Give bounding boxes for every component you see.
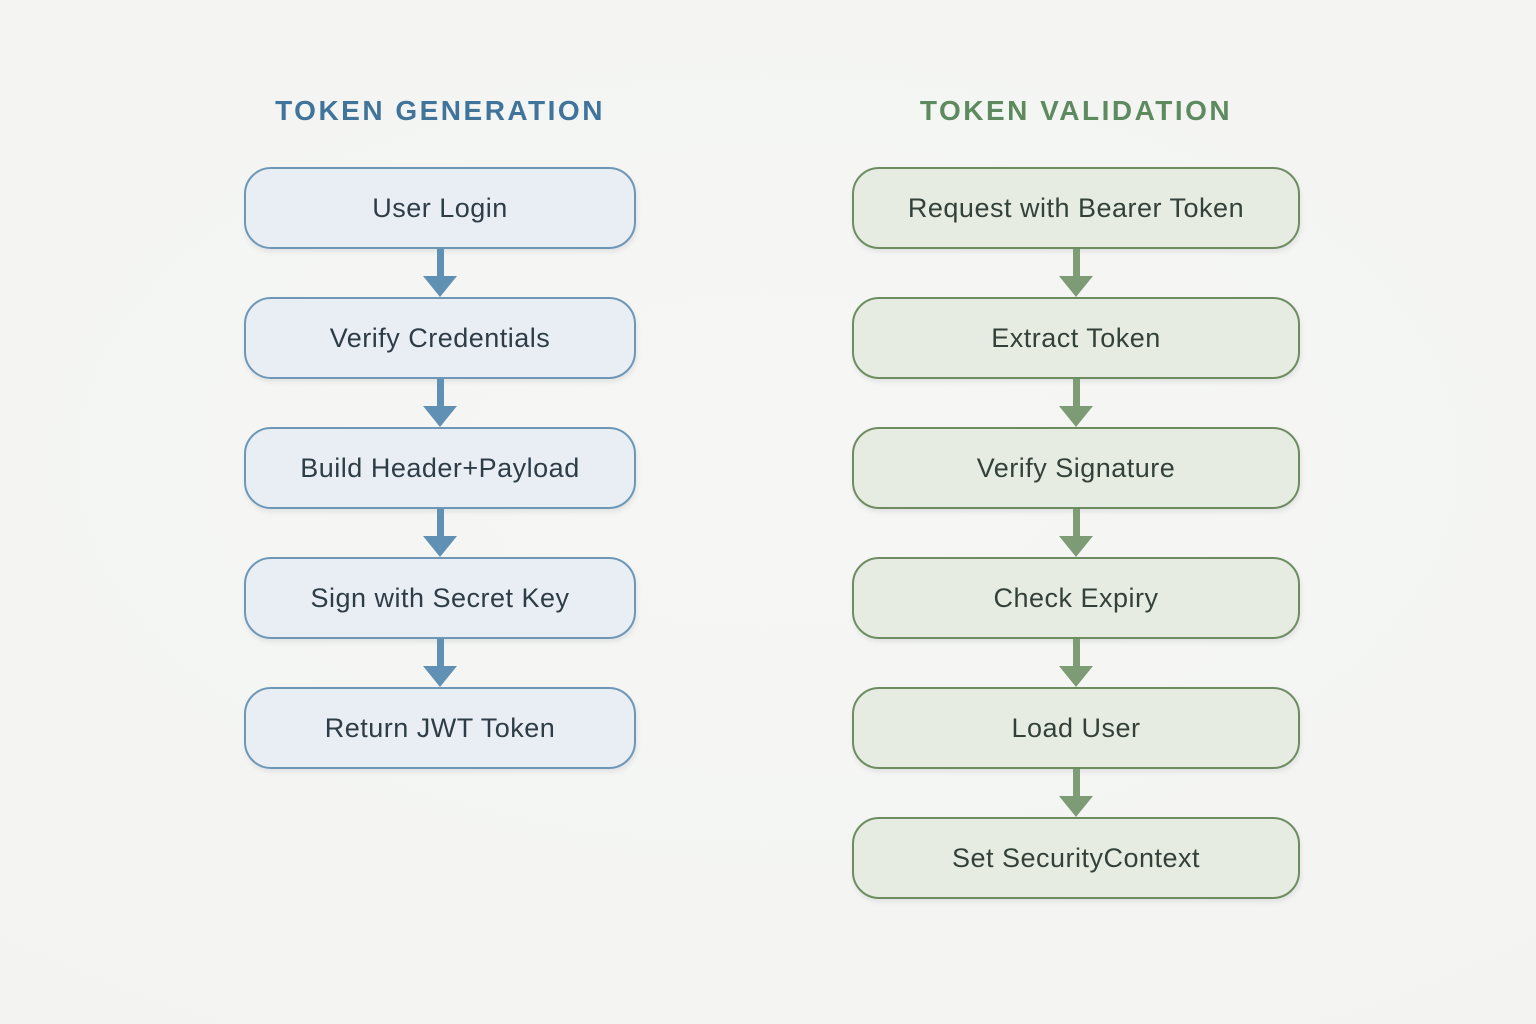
- down-arrow-icon: [852, 769, 1300, 817]
- flow-node-label: Extract Token: [991, 322, 1161, 353]
- flow-node-verify-credentials: Verify Credentials: [244, 297, 636, 379]
- flow-node-return-jwt-token: Return JWT Token: [244, 687, 636, 769]
- flow-node-label: Request with Bearer Token: [907, 192, 1245, 223]
- token-generation-title: TOKEN GENERATION: [275, 95, 605, 126]
- flow-node-label: Verify Signature: [976, 452, 1176, 483]
- flow-node-label: User Login: [372, 192, 508, 223]
- flow-node-request-with-bearer-token: Request with Bearer Token: [852, 167, 1300, 249]
- flow-node-extract-token: Extract Token: [852, 297, 1300, 379]
- flow-node-set-securitycontext: Set SecurityContext: [852, 817, 1300, 899]
- flow-node-label: Set SecurityContext: [951, 842, 1201, 873]
- flow-node-label: Sign with Secret Key: [310, 582, 570, 613]
- token-generation-flow: TOKEN GENERATION User Login Verify Crede…: [244, 95, 636, 769]
- down-arrow-icon: [852, 379, 1300, 427]
- flow-node-label: Check Expiry: [993, 582, 1159, 613]
- flow-node-load-user: Load User: [852, 687, 1300, 769]
- flow-node-user-login: User Login: [244, 167, 636, 249]
- flow-node-check-expiry: Check Expiry: [852, 557, 1300, 639]
- flow-node-label: Verify Credentials: [329, 322, 551, 353]
- down-arrow-icon: [244, 379, 636, 427]
- token-validation-title: TOKEN VALIDATION: [919, 95, 1233, 126]
- down-arrow-icon: [244, 639, 636, 687]
- flow-node-verify-signature: Verify Signature: [852, 427, 1300, 509]
- down-arrow-icon: [244, 509, 636, 557]
- flow-node-sign-with-secret-key: Sign with Secret Key: [244, 557, 636, 639]
- down-arrow-icon: [852, 639, 1300, 687]
- down-arrow-icon: [852, 249, 1300, 297]
- down-arrow-icon: [244, 249, 636, 297]
- token-validation-flow: TOKEN VALIDATION Request with Bearer Tok…: [852, 95, 1300, 899]
- flow-node-build-header-payload: Build Header+Payload: [244, 427, 636, 509]
- flow-node-label: Return JWT Token: [324, 712, 556, 743]
- down-arrow-icon: [852, 509, 1300, 557]
- flow-node-label: Build Header+Payload: [300, 452, 580, 483]
- flow-node-label: Load User: [1011, 712, 1141, 743]
